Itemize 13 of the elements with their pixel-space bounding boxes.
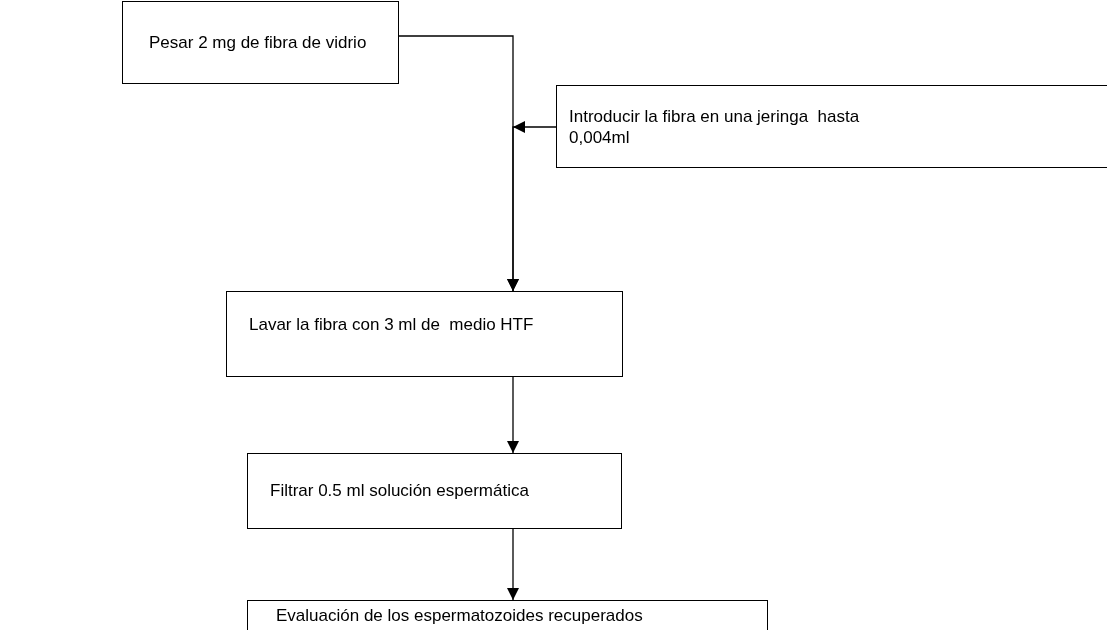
step-text: Lavar la fibra con 3 ml de medio HTF (249, 314, 535, 336)
process-box (122, 1, 399, 84)
process-box (247, 600, 768, 630)
step-text: Introducir la fibra en una jeringa hasta 0,004ml (569, 106, 861, 149)
step-text: Evaluación de los espermatozoides recuperados (276, 605, 644, 627)
step-text: Pesar 2 mg de fibra de vidrio (149, 32, 368, 54)
step-text: Filtrar 0.5 ml solución espermática (270, 480, 530, 502)
arrow (507, 376, 519, 454)
arrow (507, 528, 519, 601)
process-box (247, 453, 622, 529)
process-box (226, 291, 623, 377)
arrow (507, 121, 557, 292)
process-box (556, 85, 1107, 168)
